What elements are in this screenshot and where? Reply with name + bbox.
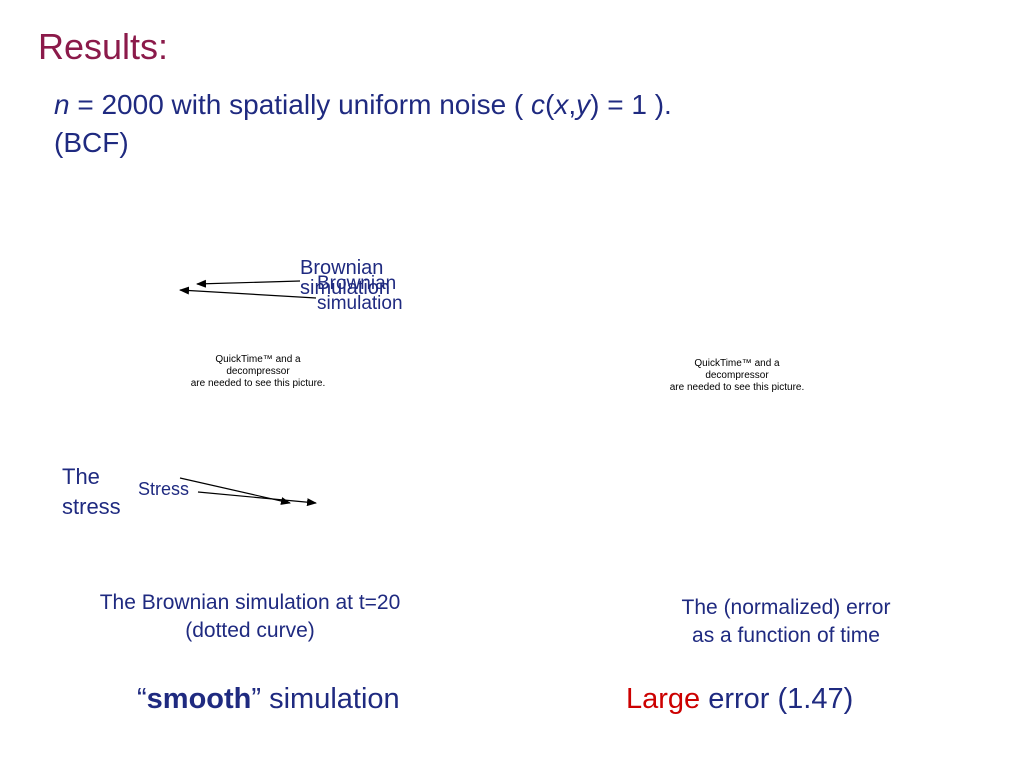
subtitle-line-2: (BCF) <box>54 127 129 158</box>
subtitle-comma: , <box>568 89 577 120</box>
subtitle-eq-part: = 2000 with spatially uniform noise ( <box>69 89 532 120</box>
quicktime-placeholder-right: QuickTime™ and a decompressor are needed… <box>641 358 833 394</box>
stress-arrow-2 <box>197 491 317 507</box>
brownian-label-1-line1: Brownian <box>300 257 384 279</box>
qt-right-line3: are needed to see this picture. <box>669 382 805 393</box>
caption-right-line2: as a function of time <box>692 624 880 647</box>
qt-right-line2: decompressor <box>705 370 769 381</box>
the-stress-line2: stress <box>62 494 121 519</box>
brownian-label-2-line2: simulation <box>317 293 403 314</box>
the-stress-label: The stress <box>62 462 121 522</box>
subtitle-line-1: n = 2000 with spatially uniform noise ( … <box>54 86 672 124</box>
caption-right: The (normalized) error as a function of … <box>586 594 986 650</box>
conclusion-right-rest: error (1.47) <box>700 683 854 715</box>
conclusion-left-rest: ” simulation <box>251 683 400 715</box>
qt-left-line2: decompressor <box>226 366 290 377</box>
smooth-bold: smooth <box>146 683 252 715</box>
var-c: c <box>531 89 546 120</box>
var-y: y <box>576 89 591 120</box>
stress-label: Stress <box>138 479 190 499</box>
subtitle-paren: ( <box>545 89 555 120</box>
brownian-label-1: Brownian simulation <box>300 258 390 298</box>
var-x: x <box>554 89 569 120</box>
conclusion-right: Large error (1.47) <box>626 683 853 716</box>
brownian-label-2-line1: Brownian <box>317 273 397 294</box>
qt-left-line1: QuickTime™ and a <box>215 354 301 365</box>
slide-subtitle: n = 2000 with spatially uniform noise ( … <box>54 86 672 162</box>
slide-title: Results: <box>38 26 169 67</box>
quicktime-placeholder-left: QuickTime™ and a decompressor are needed… <box>160 354 356 390</box>
brownian-arrow-1 <box>196 279 301 288</box>
conclusion-left: “smooth” simulation <box>137 683 400 716</box>
qt-left-line3: are needed to see this picture. <box>190 378 326 389</box>
the-stress-line1: The <box>62 464 100 489</box>
brownian-label-1-line2: simulation <box>300 277 391 299</box>
brownian-arrow-2 <box>179 286 317 299</box>
subtitle-end-part: ) = 1 ). <box>590 89 672 120</box>
caption-right-line1: The (normalized) error <box>681 596 891 619</box>
caption-left: The Brownian simulation at t=20 (dotted … <box>40 589 460 645</box>
large-highlight: Large <box>626 683 701 715</box>
caption-left-line2: (dotted curve) <box>185 619 315 642</box>
open-quote: “ <box>137 683 147 715</box>
caption-left-line1: The Brownian simulation at t=20 <box>99 591 401 614</box>
var-n: n <box>54 89 70 120</box>
brownian-label-2: Brownian simulation <box>317 274 403 314</box>
qt-right-line1: QuickTime™ and a <box>694 358 780 369</box>
